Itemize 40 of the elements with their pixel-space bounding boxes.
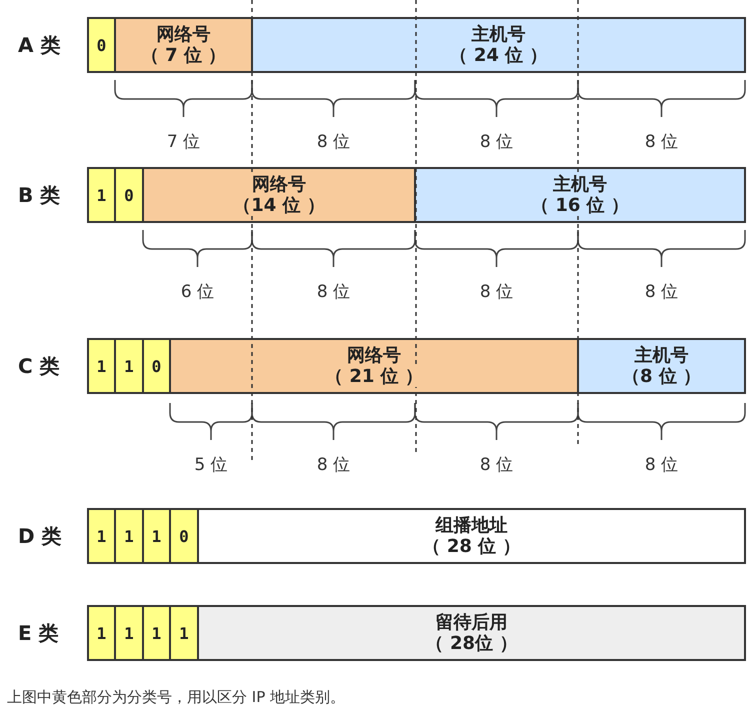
bit-cell: 1 <box>87 167 116 223</box>
host-field: 主机号 （8 位 ） <box>577 338 746 394</box>
bit-cell: 0 <box>142 338 171 394</box>
bit-width-label: 8 位 <box>480 282 514 302</box>
bit-width-label: 8 位 <box>644 282 678 302</box>
bit-width-label: 8 位 <box>316 455 350 475</box>
reserved-field: 留待后用 （ 28位 ） <box>197 605 746 661</box>
network-field: 网络号 （ 7 位 ） <box>114 17 253 73</box>
bit-width-label: 8 位 <box>316 282 350 302</box>
bit-cell: 1 <box>169 605 199 661</box>
row-label: C 类 <box>18 354 60 378</box>
network-field: 网络号 （ 21 位 ） <box>169 338 579 394</box>
address-field: 组播地址 （ 28 位 ） <box>197 508 746 564</box>
bit-cell: 1 <box>87 605 116 661</box>
bit-cell: 0 <box>114 167 144 223</box>
bit-width-label: 8 位 <box>316 132 350 152</box>
network-field: 网络号 （14 位 ） <box>142 167 416 223</box>
bit-width-label: 6 位 <box>180 282 214 302</box>
bit-width-label: 8 位 <box>480 455 514 475</box>
bit-cell: 0 <box>169 508 199 564</box>
bit-width-label: 7 位 <box>166 132 200 152</box>
bit-width-label: 8 位 <box>644 132 678 152</box>
bit-cell: 1 <box>87 508 116 564</box>
bit-cell: 1 <box>142 508 171 564</box>
row-label: D 类 <box>18 524 62 548</box>
bit-cell: 1 <box>114 605 144 661</box>
host-field: 主机号 （ 16 位 ） <box>414 167 746 223</box>
bit-width-label: 5 位 <box>194 455 228 475</box>
row-label: E 类 <box>18 621 59 645</box>
host-field: 主机号 （ 24 位 ） <box>251 17 746 73</box>
row-label: A 类 <box>18 33 60 57</box>
bit-cell: 1 <box>114 508 144 564</box>
bit-cell: 1 <box>87 338 116 394</box>
caption: 上图中黄色部分为分类号，用以区分 IP 地址类别。 <box>7 687 346 707</box>
bit-cell: 0 <box>87 17 116 73</box>
row-label: B 类 <box>18 183 60 207</box>
bit-width-label: 8 位 <box>644 455 678 475</box>
bit-cell: 1 <box>142 605 171 661</box>
bit-width-label: 8 位 <box>480 132 514 152</box>
bit-cell: 1 <box>114 338 144 394</box>
